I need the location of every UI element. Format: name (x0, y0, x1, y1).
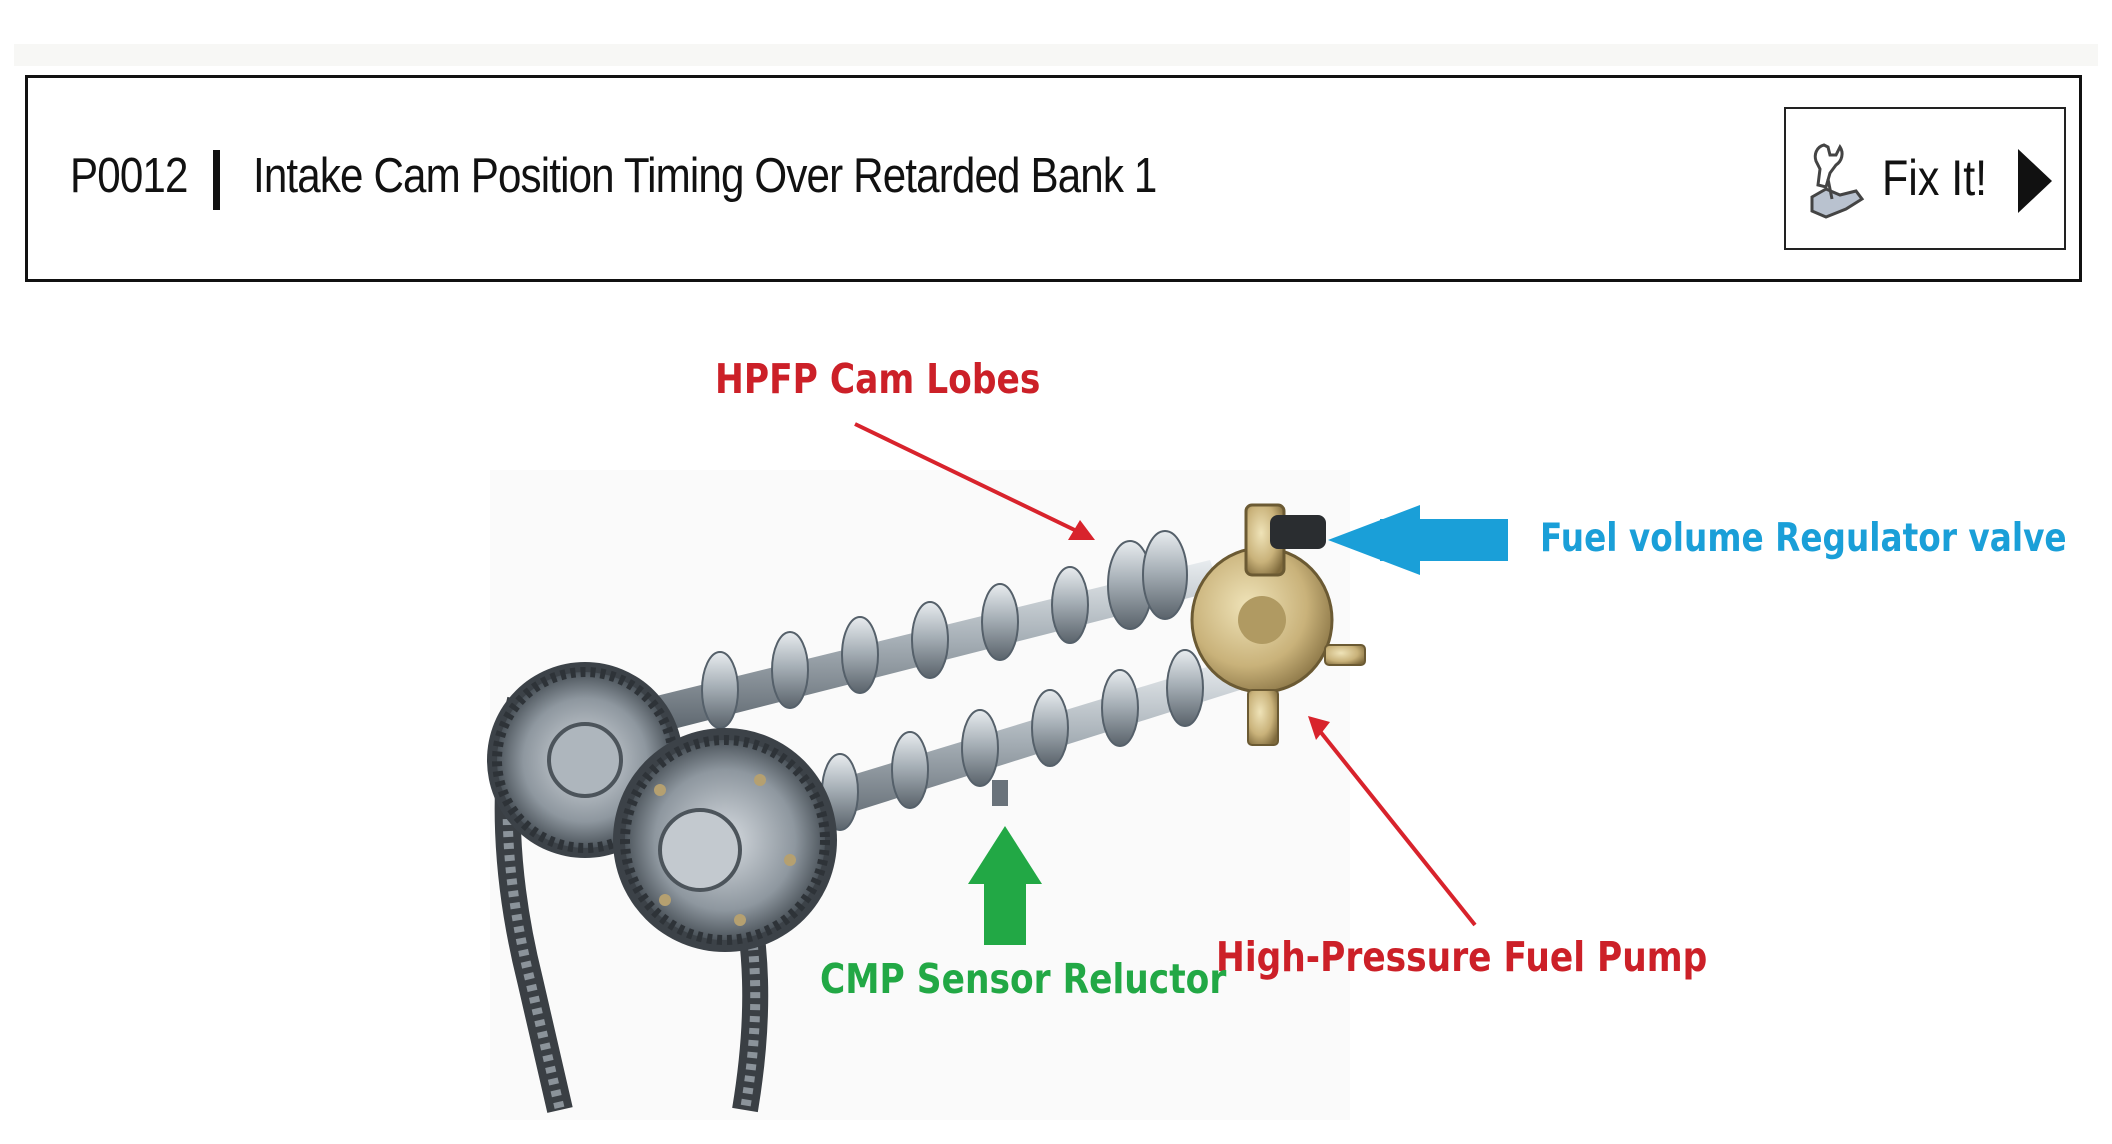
high-pressure-fuel-pump-arrow (1308, 716, 1477, 927)
label-hpfp-cam-lobes: HPFP Cam Lobes (715, 355, 1041, 403)
fix-it-button[interactable]: Fix It! (1784, 107, 2066, 250)
high-pressure-fuel-pump (1190, 503, 1366, 746)
dtc-title: Intake Cam Position Timing Over Retarded… (253, 149, 1157, 203)
separator (213, 150, 220, 210)
play-arrow-icon (2018, 149, 2052, 213)
dtc-header-bar: P0012 Intake Cam Position Timing Over Re… (25, 75, 2082, 282)
label-cmp-sensor-reluctor: CMP Sensor Reluctor (820, 955, 1227, 1003)
label-high-pressure-fuel-pump: High-Pressure Fuel Pump (1216, 933, 1708, 981)
top-strip (14, 44, 2098, 66)
label-fuel-volume-regulator: Fuel volume Regulator valve (1540, 516, 2067, 561)
cam-sprocket-lower (613, 728, 837, 952)
fix-it-label: Fix It! (1882, 150, 1988, 206)
dtc-code: P0012 (70, 149, 188, 203)
cmp-sensor-reluctor-arrow (968, 826, 1042, 945)
intake-camshaft (640, 530, 1220, 735)
hpfp-cam-lobes-arrow (854, 422, 1095, 540)
fuel-volume-regulator-arrow (1328, 505, 1508, 575)
wrench-hand-icon (1810, 143, 1865, 219)
